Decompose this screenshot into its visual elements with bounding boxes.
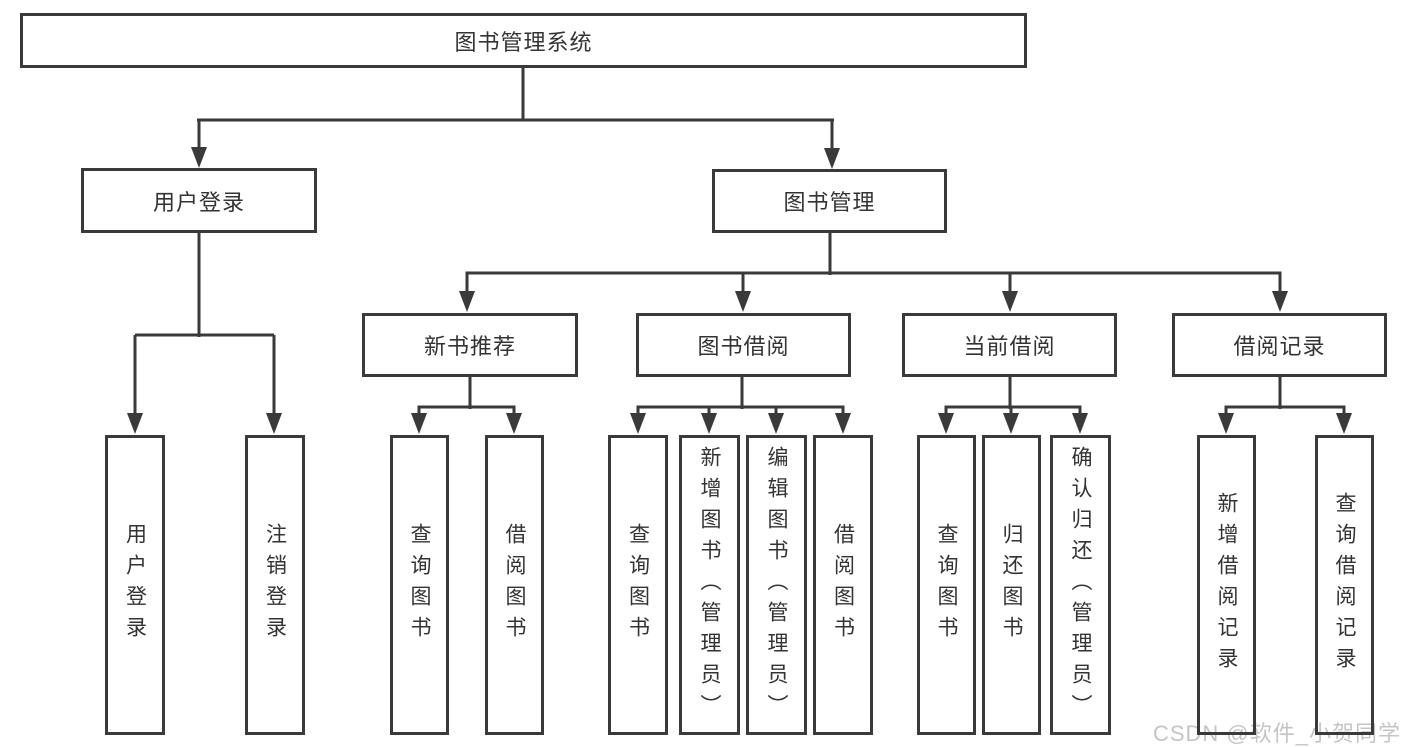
module-label: 新书推荐: [423, 334, 516, 359]
connector-book-management-split: [459, 233, 1288, 312]
leaf-box-query-books-borrow: 查询图书: [608, 435, 668, 735]
branch-box-user-login: 用户登录: [81, 168, 317, 233]
module-label: 图书借阅: [697, 334, 790, 359]
module-box-book-borrow: 图书借阅: [636, 313, 851, 377]
leaf-label: 新增图书（管理员）: [698, 445, 721, 725]
branch-box-book-management: 图书管理: [712, 169, 947, 233]
leaf-box-return-books: 归还图书: [982, 435, 1041, 735]
leaf-box-confirm-return-admin: 确认归还（管理员）: [1050, 435, 1111, 735]
connector-book-borrow-split: [630, 377, 851, 434]
connector-new-book-split: [411, 377, 522, 434]
leaf-label: 确认归还（管理员）: [1069, 445, 1092, 725]
leaf-box-query-borrow-record: 查询借阅记录: [1315, 435, 1374, 735]
connector-root-split: [191, 68, 840, 169]
branch-label: 用户登录: [152, 189, 245, 215]
leaf-label: 查询图书: [626, 523, 650, 647]
watermark-text: CSDN @软件_小贺同学: [1152, 721, 1401, 746]
module-box-new-book-recommend: 新书推荐: [362, 313, 578, 377]
leaf-label: 查询图书: [408, 523, 431, 647]
leaf-box-add-books-admin: 新增图书（管理员）: [679, 435, 740, 735]
leaf-label: 归还图书: [1000, 523, 1023, 647]
leaf-label: 新增借阅记录: [1215, 492, 1238, 678]
module-label: 当前借阅: [963, 334, 1056, 359]
leaf-label: 借阅图书: [503, 523, 526, 647]
leaf-box-edit-books-admin: 编辑图书（管理员）: [746, 435, 807, 735]
leaf-box-add-borrow-record: 新增借阅记录: [1197, 435, 1256, 735]
leaf-label: 查询借阅记录: [1333, 492, 1356, 678]
leaf-box-borrow-books-recommend: 借阅图书: [485, 435, 544, 735]
leaf-box-borrow-books: 借阅图书: [813, 435, 873, 735]
leaf-label: 借阅图书: [831, 523, 855, 647]
branch-label: 图书管理: [783, 190, 876, 215]
module-label: 借阅记录: [1233, 334, 1326, 359]
leaf-label: 用户登录: [123, 523, 147, 647]
module-box-borrow-record: 借阅记录: [1172, 313, 1387, 377]
leaf-label: 注销登录: [263, 523, 287, 647]
leaf-box-user-login: 用户登录: [105, 435, 165, 735]
connector-borrow-record-split: [1218, 377, 1352, 434]
root-box-library-system: 图书管理系统: [20, 13, 1027, 68]
connector-current-borrow-split: [938, 377, 1088, 434]
leaf-box-query-books-current: 查询图书: [917, 435, 976, 735]
leaf-box-logout: 注销登录: [245, 435, 305, 735]
connector-user-login-split: [127, 233, 282, 434]
module-box-current-borrow: 当前借阅: [902, 313, 1117, 377]
leaf-box-query-books-recommend: 查询图书: [390, 435, 449, 735]
leaf-label: 查询图书: [935, 523, 958, 647]
leaf-label: 编辑图书（管理员）: [765, 445, 788, 725]
root-label: 图书管理系统: [454, 29, 593, 55]
